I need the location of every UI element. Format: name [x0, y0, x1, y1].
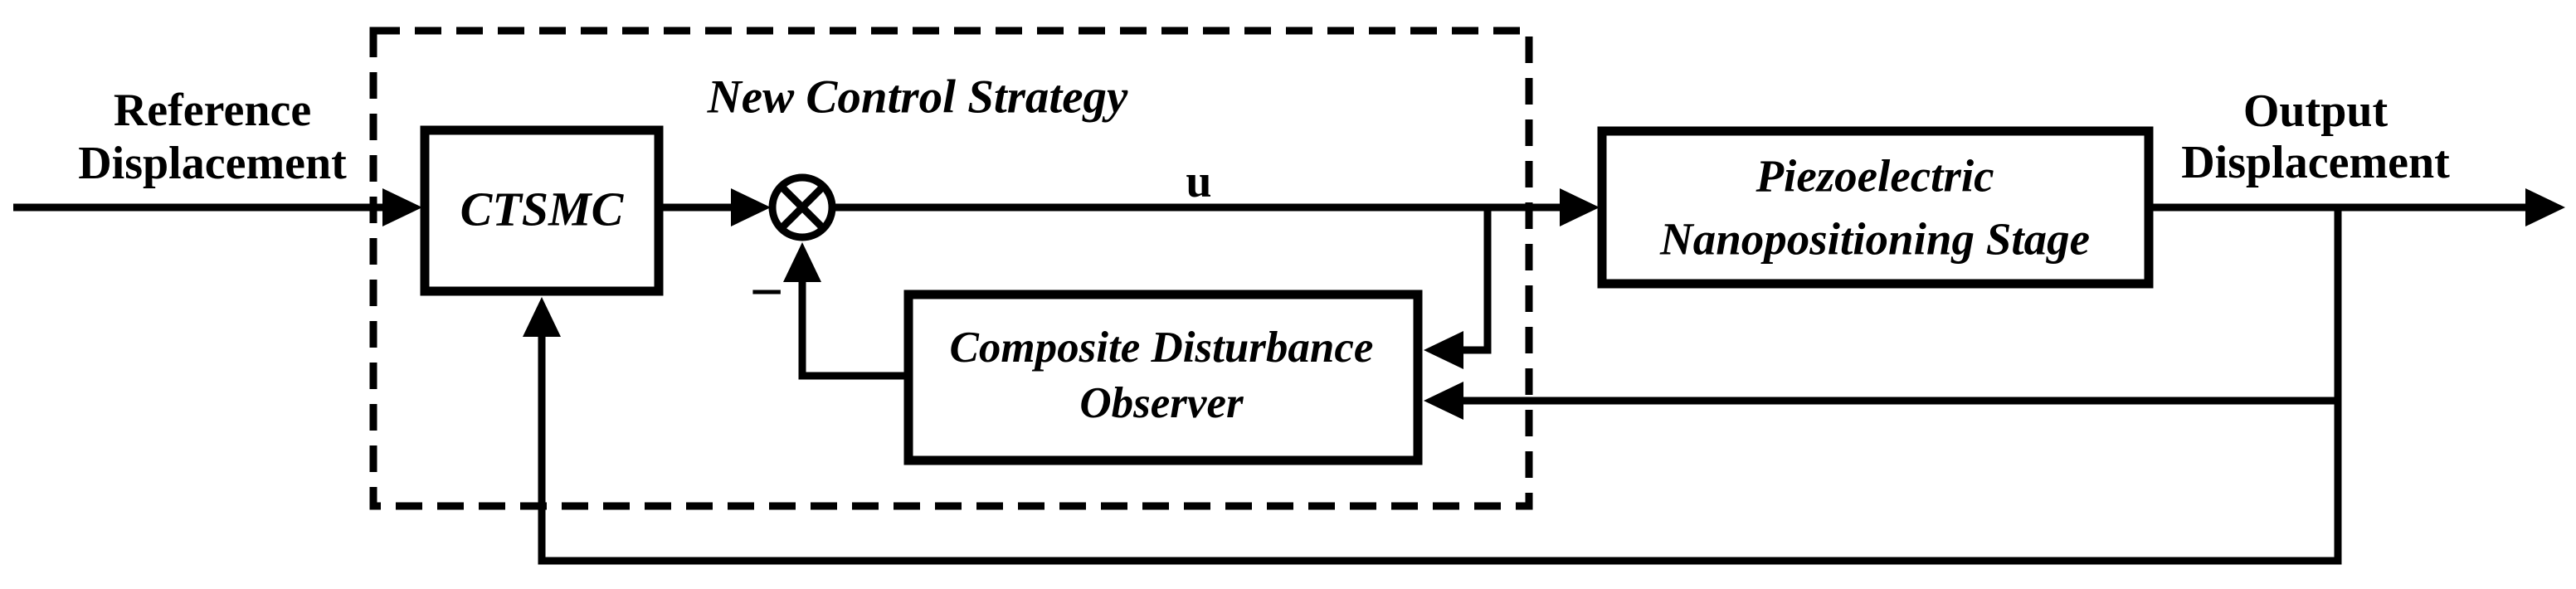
summing-junction-cross-diagonal-2 — [778, 183, 826, 231]
u-to-observer-arrowhead — [1424, 331, 1463, 369]
output-to-observer-arrowhead — [1424, 382, 1463, 420]
reference-label-line2: Displacement — [78, 138, 347, 189]
control-signal-label: u — [1186, 156, 1211, 207]
observer-to-sum-line — [798, 282, 904, 380]
observer-to-sum-arrowhead — [783, 242, 821, 282]
controller-to-sum-arrowhead — [731, 188, 771, 226]
control-signal-arrowhead — [1560, 188, 1600, 226]
strategy-box-title: New Control Strategy — [707, 71, 1128, 124]
plant-block-label-line1: Piezoelectric — [1755, 151, 1994, 202]
control-strategy-boundary — [369, 27, 1533, 510]
output-label-line1: Output — [2243, 85, 2389, 137]
minus-sign: − — [749, 259, 783, 325]
observer-block-label-line1: Composite Disturbance — [950, 324, 1374, 372]
reference-input-arrowhead — [382, 188, 422, 226]
feedback-to-controller-arrowhead — [523, 297, 561, 337]
u-to-observer-branch-line — [1462, 211, 1492, 354]
observer-block — [903, 290, 1423, 465]
ctsmc-block-label: CTSMC — [460, 183, 625, 236]
reference-label-line1: Reference — [114, 85, 311, 136]
plant-block — [1597, 126, 2154, 289]
plant-block-label-line2: Nanopositioning Stage — [1659, 214, 2090, 265]
output-arrowhead — [2525, 188, 2565, 226]
observer-block-label-line2: Observer — [1079, 379, 1244, 427]
ctsmc-block — [420, 125, 664, 296]
output-feedback-line — [538, 207, 2342, 565]
output-label-line2: Displacement — [2181, 137, 2450, 188]
